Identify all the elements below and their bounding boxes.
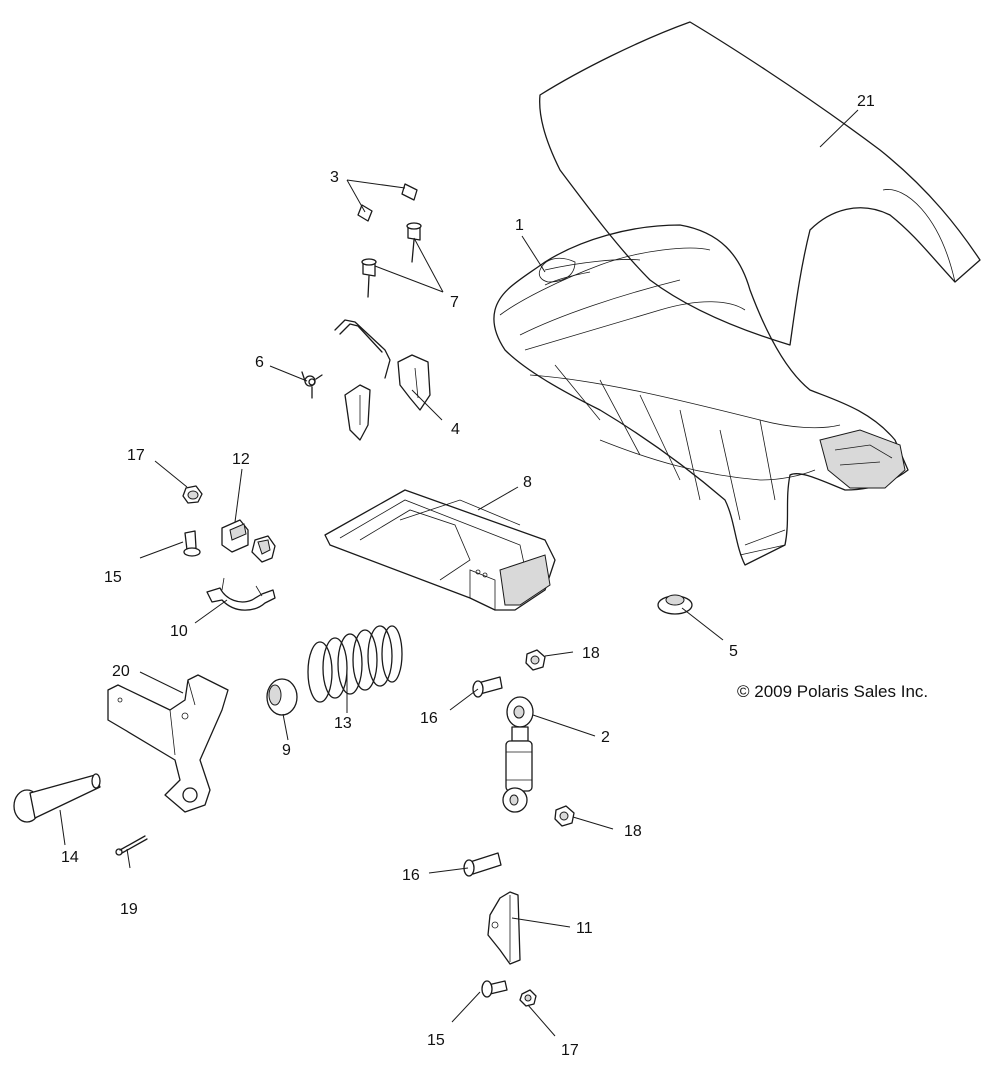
copyright-notice: © 2009 Polaris Sales Inc. (737, 682, 928, 701)
part-10-strap-bracket (206, 577, 276, 611)
callout-15-upper: 15 (104, 569, 122, 586)
part-2-shock-absorber (502, 696, 534, 813)
callout-20: 20 (112, 663, 130, 680)
callout-5: 5 (729, 643, 738, 660)
part-18-nut-lower (554, 805, 575, 827)
callout-14: 14 (61, 849, 79, 866)
part-19-cotter-pin (115, 835, 148, 856)
part-13-coil-spring (307, 625, 403, 703)
part-3-clip-plates (357, 183, 418, 222)
callout-7: 7 (450, 294, 459, 311)
callout-19: 19 (120, 901, 138, 918)
callout-2: 2 (601, 729, 610, 746)
part-17-nut-upper (182, 485, 203, 504)
callout-21: 21 (857, 93, 875, 110)
callout-15-lower: 15 (427, 1032, 445, 1049)
callout-4: 4 (451, 421, 460, 438)
part-16-bolt-lower (463, 852, 502, 877)
callout-16-lower: 16 (402, 867, 420, 884)
callout-6: 6 (255, 354, 264, 371)
callout-10: 10 (170, 623, 188, 640)
callout-1: 1 (515, 217, 524, 234)
callout-18-lower: 18 (624, 823, 642, 840)
callout-12: 12 (232, 451, 250, 468)
callout-17-upper: 17 (127, 447, 145, 464)
part-15-bolt-upper (183, 530, 201, 557)
part-12-clamps (221, 519, 276, 563)
callout-16-upper: 16 (420, 710, 438, 727)
part-6-torsion-spring (301, 371, 323, 399)
callout-17-lower: 17 (561, 1042, 579, 1059)
callout-8: 8 (523, 474, 532, 491)
leader-lines (59, 109, 859, 1037)
part-16-bolt-upper (472, 676, 503, 698)
part-4-seat-latch (334, 319, 431, 441)
part-17-nut-lower (519, 989, 537, 1007)
callout-11: 11 (576, 920, 593, 937)
callout-3: 3 (330, 169, 339, 186)
part-15-bolt-lower (481, 980, 508, 998)
part-7-pins (361, 222, 422, 298)
part-14-pivot-pin (13, 773, 101, 823)
part-1-seat-assembly (493, 224, 909, 566)
callout-9: 9 (282, 742, 291, 759)
part-20-mount-bracket (107, 674, 229, 813)
part-21-seat-cover (539, 21, 981, 346)
part-5-grommet (657, 594, 693, 615)
part-18-nut-upper (525, 649, 546, 671)
callout-13: 13 (334, 715, 352, 732)
part-8-storage-tray (324, 489, 556, 611)
callout-18-upper: 18 (582, 645, 600, 662)
part-11-shock-bracket (487, 891, 521, 965)
callout-labels: 21 1 3 7 6 4 8 17 12 15 10 5 18 20 9 13 … (61, 93, 928, 1059)
part-9-bushing (266, 678, 298, 716)
